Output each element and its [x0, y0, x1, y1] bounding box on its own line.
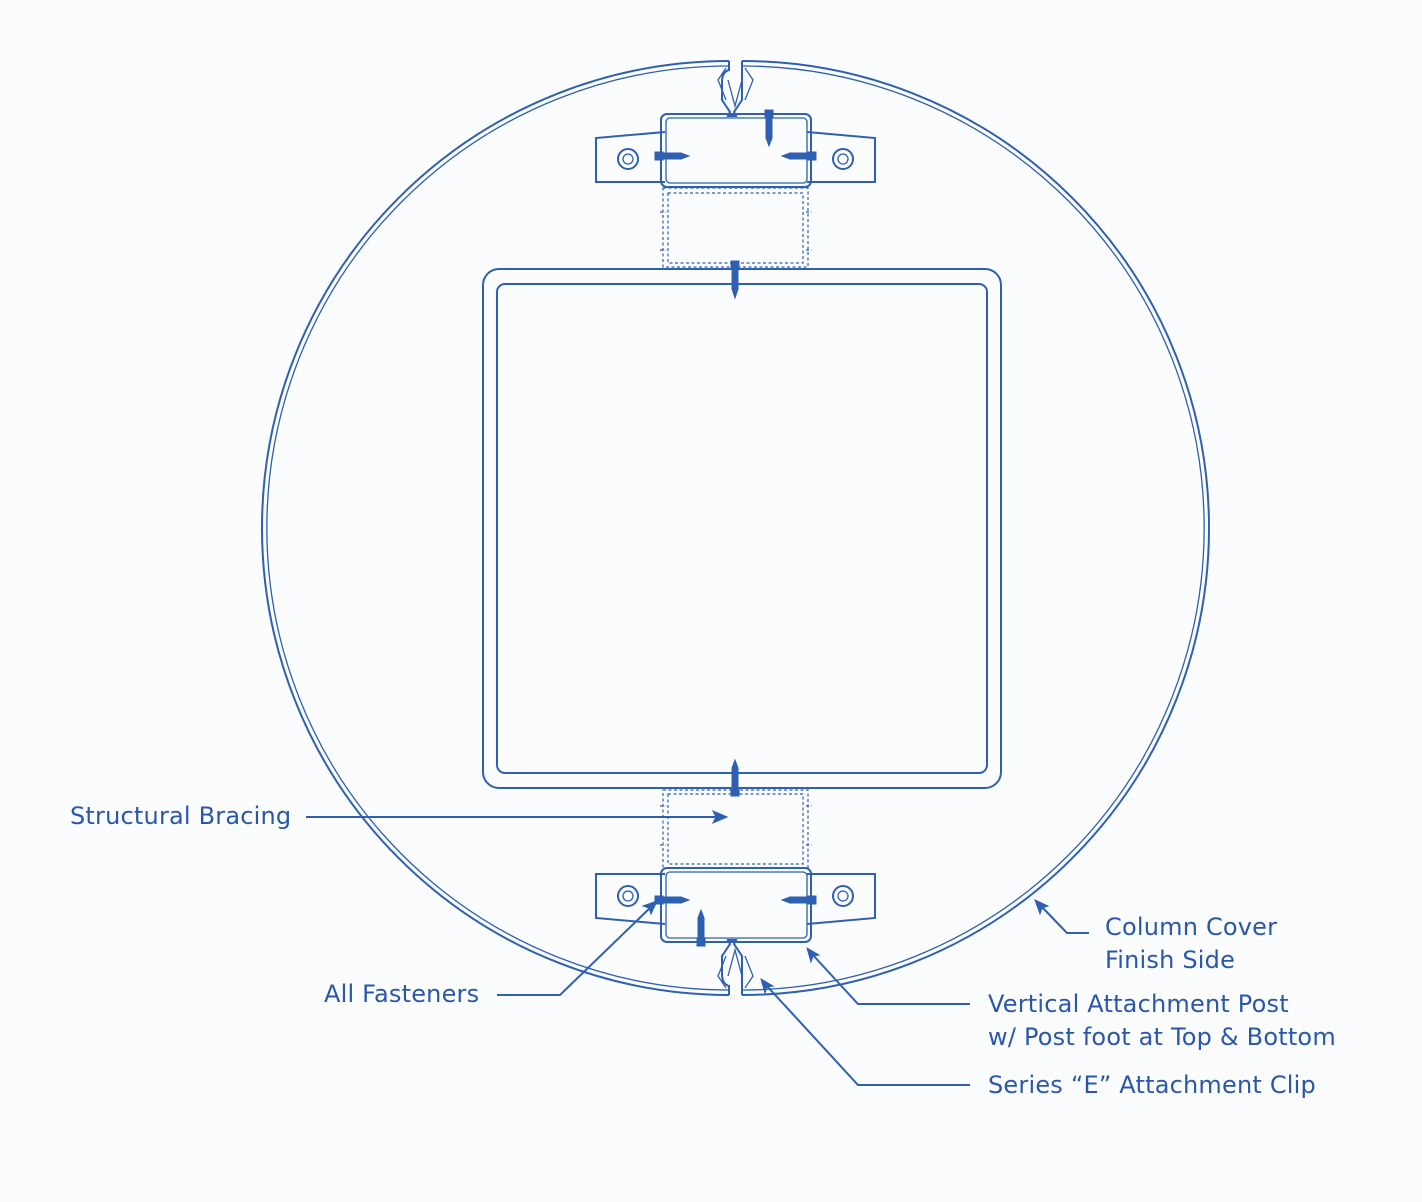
- leader-vertical-post: [806, 946, 970, 1005]
- bolt-icon: [617, 148, 639, 170]
- label-vertical-post-line1: Vertical Attachment Post: [988, 990, 1289, 1018]
- label-vertical-attachment-post: Vertical Attachment Post w/ Post foot at…: [988, 988, 1336, 1054]
- label-structural-bracing: Structural Bracing: [70, 802, 292, 830]
- fastener-icon: [730, 260, 740, 300]
- post-foot-right-bottom: [806, 873, 876, 925]
- structural-bracing-bottom: [660, 789, 812, 869]
- fastener-icon: [696, 908, 706, 947]
- arrowhead-icon: [760, 977, 775, 995]
- post-foot-left-top: [595, 131, 666, 183]
- leader-series-e-clip: [760, 977, 970, 1086]
- label-vertical-post-line2: w/ Post foot at Top & Bottom: [988, 1023, 1336, 1051]
- arrowhead-icon: [806, 946, 821, 964]
- fastener-icon: [780, 151, 817, 161]
- post-foot-right-top: [806, 131, 876, 183]
- arrowhead-icon: [641, 900, 658, 916]
- fastener-icon: [730, 758, 740, 797]
- bolt-icon: [832, 885, 854, 907]
- leader-column-cover: [1034, 899, 1089, 934]
- structural-bracing-top: [660, 187, 812, 268]
- top-attachment-assembly: [595, 61, 876, 300]
- fastener-icon: [654, 895, 691, 905]
- arrowhead-icon: [711, 810, 729, 824]
- arrowhead-icon: [1034, 899, 1050, 916]
- bolt-icon: [832, 148, 854, 170]
- label-column-cover-line2: Finish Side: [1105, 946, 1236, 974]
- post-foot-left-bottom: [595, 873, 666, 925]
- vertical-attachment-post-bottom: [660, 867, 812, 943]
- label-column-cover: Column Cover Finish Side: [1105, 911, 1277, 977]
- vertical-attachment-post-top: [660, 113, 812, 188]
- series-e-clip-top: [717, 61, 754, 117]
- column-cover-shell: [261, 60, 1210, 996]
- steel-column: [482, 268, 1002, 789]
- series-e-clip-bottom: [717, 939, 754, 995]
- label-all-fasteners: All Fasteners: [324, 980, 480, 1008]
- leader-structural-bracing: [306, 810, 729, 824]
- label-series-e-clip: Series “E” Attachment Clip: [988, 1071, 1316, 1099]
- fastener-icon: [654, 151, 691, 161]
- bolt-icon: [617, 885, 639, 907]
- fastener-icon: [780, 895, 817, 905]
- fastener-icon: [764, 109, 774, 148]
- bottom-attachment-assembly: [595, 758, 876, 995]
- label-column-cover-line1: Column Cover: [1105, 913, 1278, 941]
- leader-all-fasteners: [497, 900, 658, 996]
